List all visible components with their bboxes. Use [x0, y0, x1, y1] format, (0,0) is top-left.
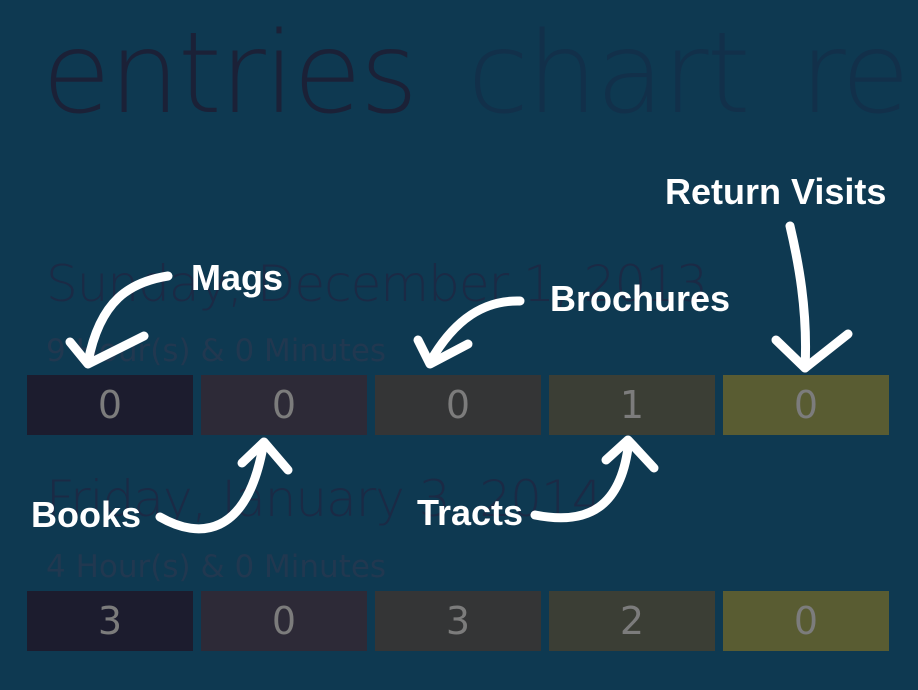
tracts-count-tile[interactable]: 1: [549, 375, 715, 435]
mags-callout: Mags: [191, 257, 284, 298]
brochures-count-tile[interactable]: 0: [375, 375, 541, 435]
brochures-count-tile[interactable]: 3: [375, 591, 541, 651]
entry-hours: 4 Hour(s) & 0 Minutes: [46, 549, 387, 585]
pivot-tab-chart[interactable]: chart: [467, 9, 750, 139]
tracts-count-tile[interactable]: 2: [549, 591, 715, 651]
mags-count-tile[interactable]: 3: [27, 591, 193, 651]
books-callout: Books: [31, 494, 142, 535]
return-visits-count-tile[interactable]: 0: [723, 375, 889, 435]
entry-date[interactable]: Friday, January 3, 2014: [46, 470, 604, 528]
entry-tile-row: 3 0 3 2 0: [27, 591, 889, 651]
books-count-tile[interactable]: 0: [201, 591, 367, 651]
entry-hours: 9 Hour(s) & 0 Minutes: [46, 333, 387, 369]
entry-tile-row: 0 0 0 1 0: [27, 375, 889, 435]
tracts-callout: Tracts: [417, 492, 524, 533]
books-count-tile[interactable]: 0: [201, 375, 367, 435]
return-visits-arrow: [771, 221, 853, 373]
pivot-tab-reports[interactable]: re: [799, 9, 910, 139]
mags-count-tile[interactable]: 0: [27, 375, 193, 435]
brochures-callout: Brochures: [550, 278, 731, 319]
pivot-header: entries chart re: [42, 18, 918, 130]
return-visits-callout: Return Visits: [665, 171, 887, 212]
pivot-tab-entries[interactable]: entries: [42, 9, 418, 139]
return-visits-count-tile[interactable]: 0: [723, 591, 889, 651]
